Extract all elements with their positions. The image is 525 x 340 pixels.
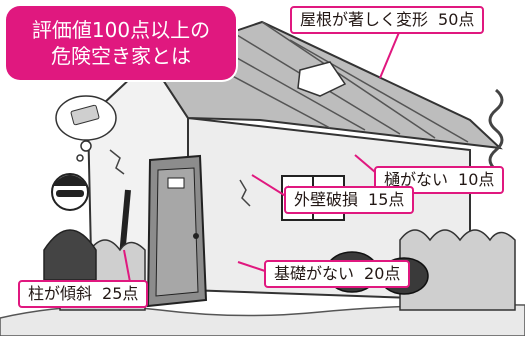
title-line-1: 評価値100点以上の [31,18,211,42]
callout-label: 樋がない [384,170,449,189]
title-line-2: 危険空き家とは [51,44,191,68]
callout-label: 屋根が著しく変形 [300,10,429,29]
callout-points: 25点 [102,284,139,303]
callout-label: 外壁破損 [294,190,359,209]
roof-hole [297,61,347,97]
callout-points: 15点 [368,190,405,209]
callout-label: 柱が傾斜 [28,284,93,303]
callout-wall: 外壁破損 15点 [284,186,415,214]
callout-pillar: 柱が傾斜 25点 [18,280,149,308]
bush-right [399,229,516,311]
callout-label: 基礎がない [274,264,355,283]
callout-points: 20点 [364,264,401,283]
callout-roof: 屋根が著しく変形 50点 [290,6,485,34]
title-badge: 評価値100点以上の 危険空き家とは [6,6,236,80]
callout-gutter: 樋がない 10点 [374,166,505,194]
callout-points: 50点 [438,10,475,29]
callout-points: 10点 [458,170,495,189]
person-body [43,229,97,281]
callout-foundation: 基礎がない 20点 [264,260,411,288]
